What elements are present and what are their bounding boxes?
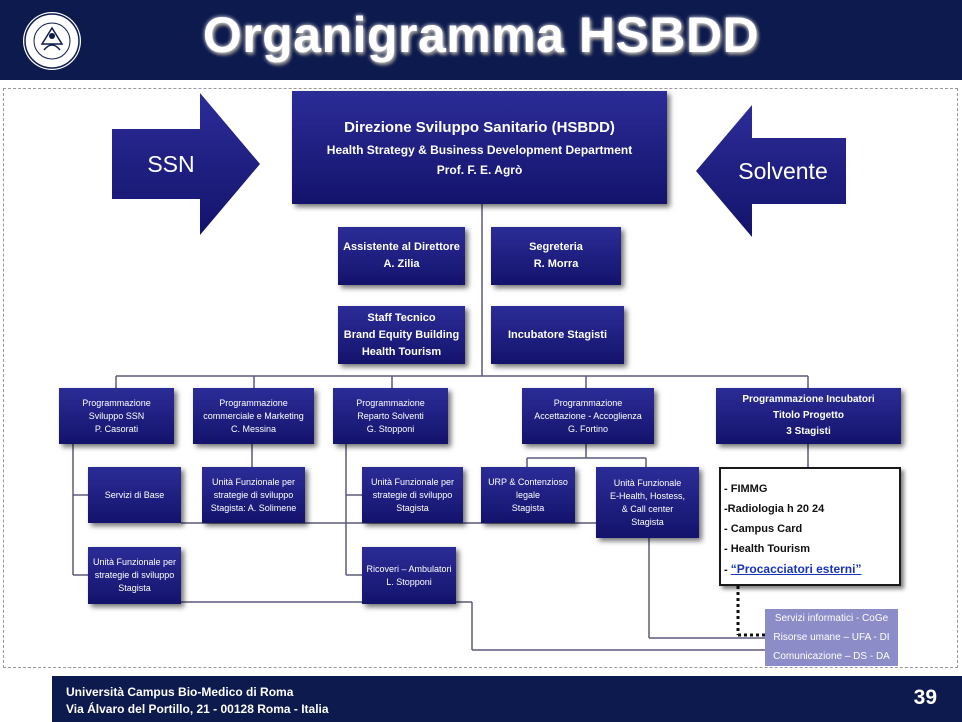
project-item: - Campus Card — [724, 523, 803, 535]
uf-ssn-line2: strategie di sviluppo — [94, 570, 175, 580]
prog-ssn-line2: Sviluppo SSN — [88, 410, 145, 421]
segreteria-name: R. Morra — [533, 258, 579, 270]
solvente-label: Solvente — [738, 157, 828, 184]
prog-solventi-line1: Programmazione — [356, 397, 425, 408]
prog-incub-line3: 3 Stagisti — [786, 426, 831, 437]
footer-address: Via Álvaro del Portillo, 21 - 00128 Roma… — [66, 702, 329, 716]
prog-accett-name: G. Fortino — [567, 423, 608, 434]
prog-incub-box: Programmazione Incubatori Titolo Progett… — [716, 388, 901, 444]
prog-accett-line1: Programmazione — [553, 397, 623, 408]
university-logo — [23, 12, 81, 70]
assistente-title: Assistente al Direttore — [343, 241, 460, 253]
direzione-title: Direzione Sviluppo Sanitario (HSBDD) — [344, 118, 615, 136]
incubatore-box: Incubatore Stagisti — [491, 306, 624, 364]
uf-ehealth-line2: E-Health, Hostess, — [609, 490, 686, 501]
project-item: - Health Tourism — [724, 543, 810, 555]
service-item: Servizi informatici - CoGe — [774, 613, 889, 624]
staff-line3: Health Tourism — [361, 345, 442, 358]
project-link-prefix: - — [724, 564, 731, 576]
uf-ehealth-line4: Stagista — [631, 516, 664, 527]
prog-ssn-name: P. Casorati — [94, 423, 139, 434]
services-box: Servizi informatici - CoGe Risorse umane… — [765, 609, 898, 666]
direzione-box: Direzione Sviluppo Sanitario (HSBDD) Hea… — [292, 91, 667, 204]
uf-comm-line2: strategie di sviluppo — [213, 489, 294, 500]
prog-comm-line2: commerciale e Marketing — [203, 410, 304, 421]
uf-ssn-box: Unità Funzionale per strategie di svilup… — [88, 547, 181, 604]
staff-tecnico-box: Staff Tecnico Brand Equity Building Heal… — [338, 306, 465, 364]
uf-ehealth-box: Unità Funzionale E-Health, Hostess, & Ca… — [596, 467, 699, 538]
urp-box: URP & Contenzioso legale Stagista — [481, 467, 575, 523]
ricoveri-line1: Ricoveri – Ambulatori — [366, 563, 452, 574]
project-item: -Radiologia h 20 24 — [724, 503, 825, 515]
prog-solventi-box: Programmazione Reparto Solventi G. Stopp… — [333, 388, 448, 444]
prog-accett-line2: Accettazione - Accoglienza — [534, 410, 642, 421]
prog-accett-box: Programmazione Accettazione - Accoglienz… — [522, 388, 654, 444]
project-link-item: - “Procacciatori esterni” — [724, 559, 899, 580]
uf-comm-line1: Unità Funzionale per — [211, 476, 296, 487]
uf-ehealth-line1: Unità Funzionale — [613, 477, 682, 488]
ricoveri-box: Ricoveri – Ambulatori L. Stopponi — [362, 547, 456, 604]
segreteria-box: Segreteria R. Morra — [491, 227, 621, 285]
direzione-subtitle: Health Strategy & Business Development D… — [326, 142, 633, 157]
header-bar: Organigramma HSBDD — [0, 0, 962, 80]
direzione-head: Prof. F. E. Agrò — [436, 162, 523, 177]
diagram-frame — [3, 88, 958, 668]
ssn-label: SSN — [147, 150, 195, 177]
uf-ehealth-line3: & Call center — [621, 503, 674, 514]
servizi-base-label: Servizi di Base — [104, 489, 165, 500]
urp-line2: legale — [515, 489, 541, 500]
project-item: - FIMMG — [724, 483, 768, 495]
ssn-arrow: SSN — [112, 93, 260, 235]
uf-comm-line3: Stagista: A. Solimene — [210, 502, 297, 513]
footer-institution: Università Campus Bio-Medico di Roma — [66, 685, 294, 699]
service-item: Risorse umane – UFA - DI — [773, 632, 890, 643]
prog-comm-name: C. Messina — [230, 423, 276, 434]
incubatore-title: Incubatore Stagisti — [507, 328, 608, 341]
segreteria-title: Segreteria — [529, 241, 583, 253]
prog-incub-line2: Titolo Progetto — [773, 410, 844, 421]
prog-comm-line1: Programmazione — [219, 397, 288, 408]
solvente-arrow: Solvente — [696, 105, 846, 237]
urp-line3: Stagista — [511, 502, 545, 513]
service-item: Comunicazione – DS - DA — [773, 651, 890, 662]
urp-line1: URP & Contenzioso — [488, 476, 568, 487]
uf-ssn-line3: Stagista — [118, 583, 151, 593]
servizi-base-box: Servizi di Base — [88, 467, 181, 523]
assistente-name: A. Zilia — [383, 258, 420, 270]
page-number: 39 — [913, 686, 937, 709]
ricoveri-name: L. Stopponi — [386, 576, 432, 587]
prog-comm-box: Programmazione commerciale e Marketing C… — [193, 388, 314, 444]
footer-bar: Università Campus Bio-Medico di Roma Via… — [52, 676, 962, 722]
uf-solventi-line3: Stagista — [396, 502, 429, 513]
procacciatori-link[interactable]: “Procacciatori esterni” — [730, 562, 862, 576]
staff-line2: Brand Equity Building — [343, 328, 460, 341]
prog-incub-line1: Programmazione Incubatori — [742, 394, 875, 405]
staff-title: Staff Tecnico — [367, 311, 436, 324]
uf-solventi-line2: strategie di sviluppo — [372, 489, 453, 500]
prog-ssn-box: Programmazione Sviluppo SSN P. Casorati — [59, 388, 174, 444]
uf-comm-box: Unità Funzionale per strategie di svilup… — [202, 467, 305, 523]
projects-list: - FIMMG -Radiologia h 20 24 - Campus Car… — [719, 467, 901, 586]
prog-solventi-name: G. Stopponi — [366, 423, 415, 434]
page-title: Organigramma HSBDD — [202, 7, 760, 63]
prog-solventi-line2: Reparto Solventi — [357, 410, 424, 421]
uf-solventi-line1: Unità Funzionale per — [370, 476, 455, 487]
uf-solventi-box: Unità Funzionale per strategie di svilup… — [362, 467, 463, 523]
assistente-box: Assistente al Direttore A. Zilia — [338, 227, 465, 285]
prog-ssn-line1: Programmazione — [82, 397, 151, 408]
uf-ssn-line1: Unità Funzionale per — [92, 557, 177, 567]
